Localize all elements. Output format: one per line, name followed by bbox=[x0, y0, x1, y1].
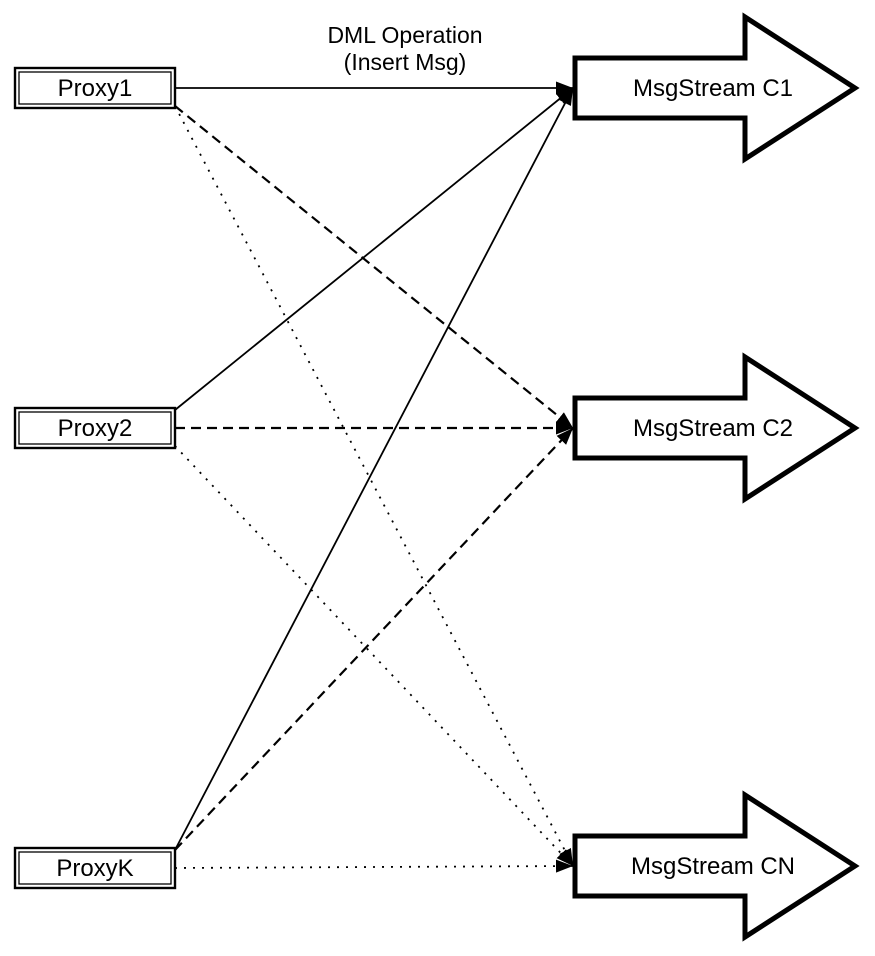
proxyk-label: ProxyK bbox=[56, 855, 133, 882]
proxy1-box bbox=[13, 66, 177, 110]
edge-proxyk-to-c2-dashed bbox=[174, 427, 574, 851]
msgstream-c2-block-arrow bbox=[572, 352, 860, 504]
proxyk-box-inner-border bbox=[18, 851, 172, 885]
edge-proxy2-to-cn-dotted bbox=[174, 445, 574, 867]
edge-proxyk-to-cn-dotted bbox=[174, 859, 574, 873]
msgstream-c1-label: MsgStream C1 bbox=[633, 75, 793, 102]
proxy1-label: Proxy1 bbox=[58, 75, 133, 102]
msgstream-c1-block-arrow bbox=[572, 12, 860, 164]
msgstream-c2-label: MsgStream C2 bbox=[633, 415, 793, 442]
msgstream-cn-block-arrow bbox=[572, 790, 860, 942]
dml-operation-label-line1: DML Operation bbox=[327, 22, 482, 48]
node-msgstream-c1: MsgStream C1 bbox=[572, 12, 860, 164]
edge-proxy1-to-cn-dotted bbox=[174, 105, 574, 867]
proxy1-box-inner-border bbox=[18, 71, 172, 105]
node-proxy1: Proxy1 bbox=[13, 66, 177, 110]
node-msgstream-c2: MsgStream C2 bbox=[572, 352, 860, 504]
node-msgstream-cn: MsgStream CN bbox=[572, 790, 860, 942]
proxy2-box bbox=[13, 406, 177, 450]
node-proxyk: ProxyK bbox=[13, 846, 177, 890]
dml-operation-label-line2: (Insert Msg) bbox=[344, 49, 467, 75]
node-proxy2: Proxy2 bbox=[13, 406, 177, 450]
msgstream-cn-label: MsgStream CN bbox=[631, 853, 795, 880]
proxy2-box-inner-border bbox=[18, 411, 172, 445]
edge-proxyk-to-c1-solid bbox=[174, 87, 574, 851]
proxyk-box bbox=[13, 846, 177, 890]
proxy2-label: Proxy2 bbox=[58, 415, 133, 442]
edge-proxy2-to-c1-solid bbox=[174, 87, 574, 411]
edge-layer bbox=[174, 81, 574, 873]
edge-proxy1-to-c2-dashed bbox=[174, 105, 574, 429]
